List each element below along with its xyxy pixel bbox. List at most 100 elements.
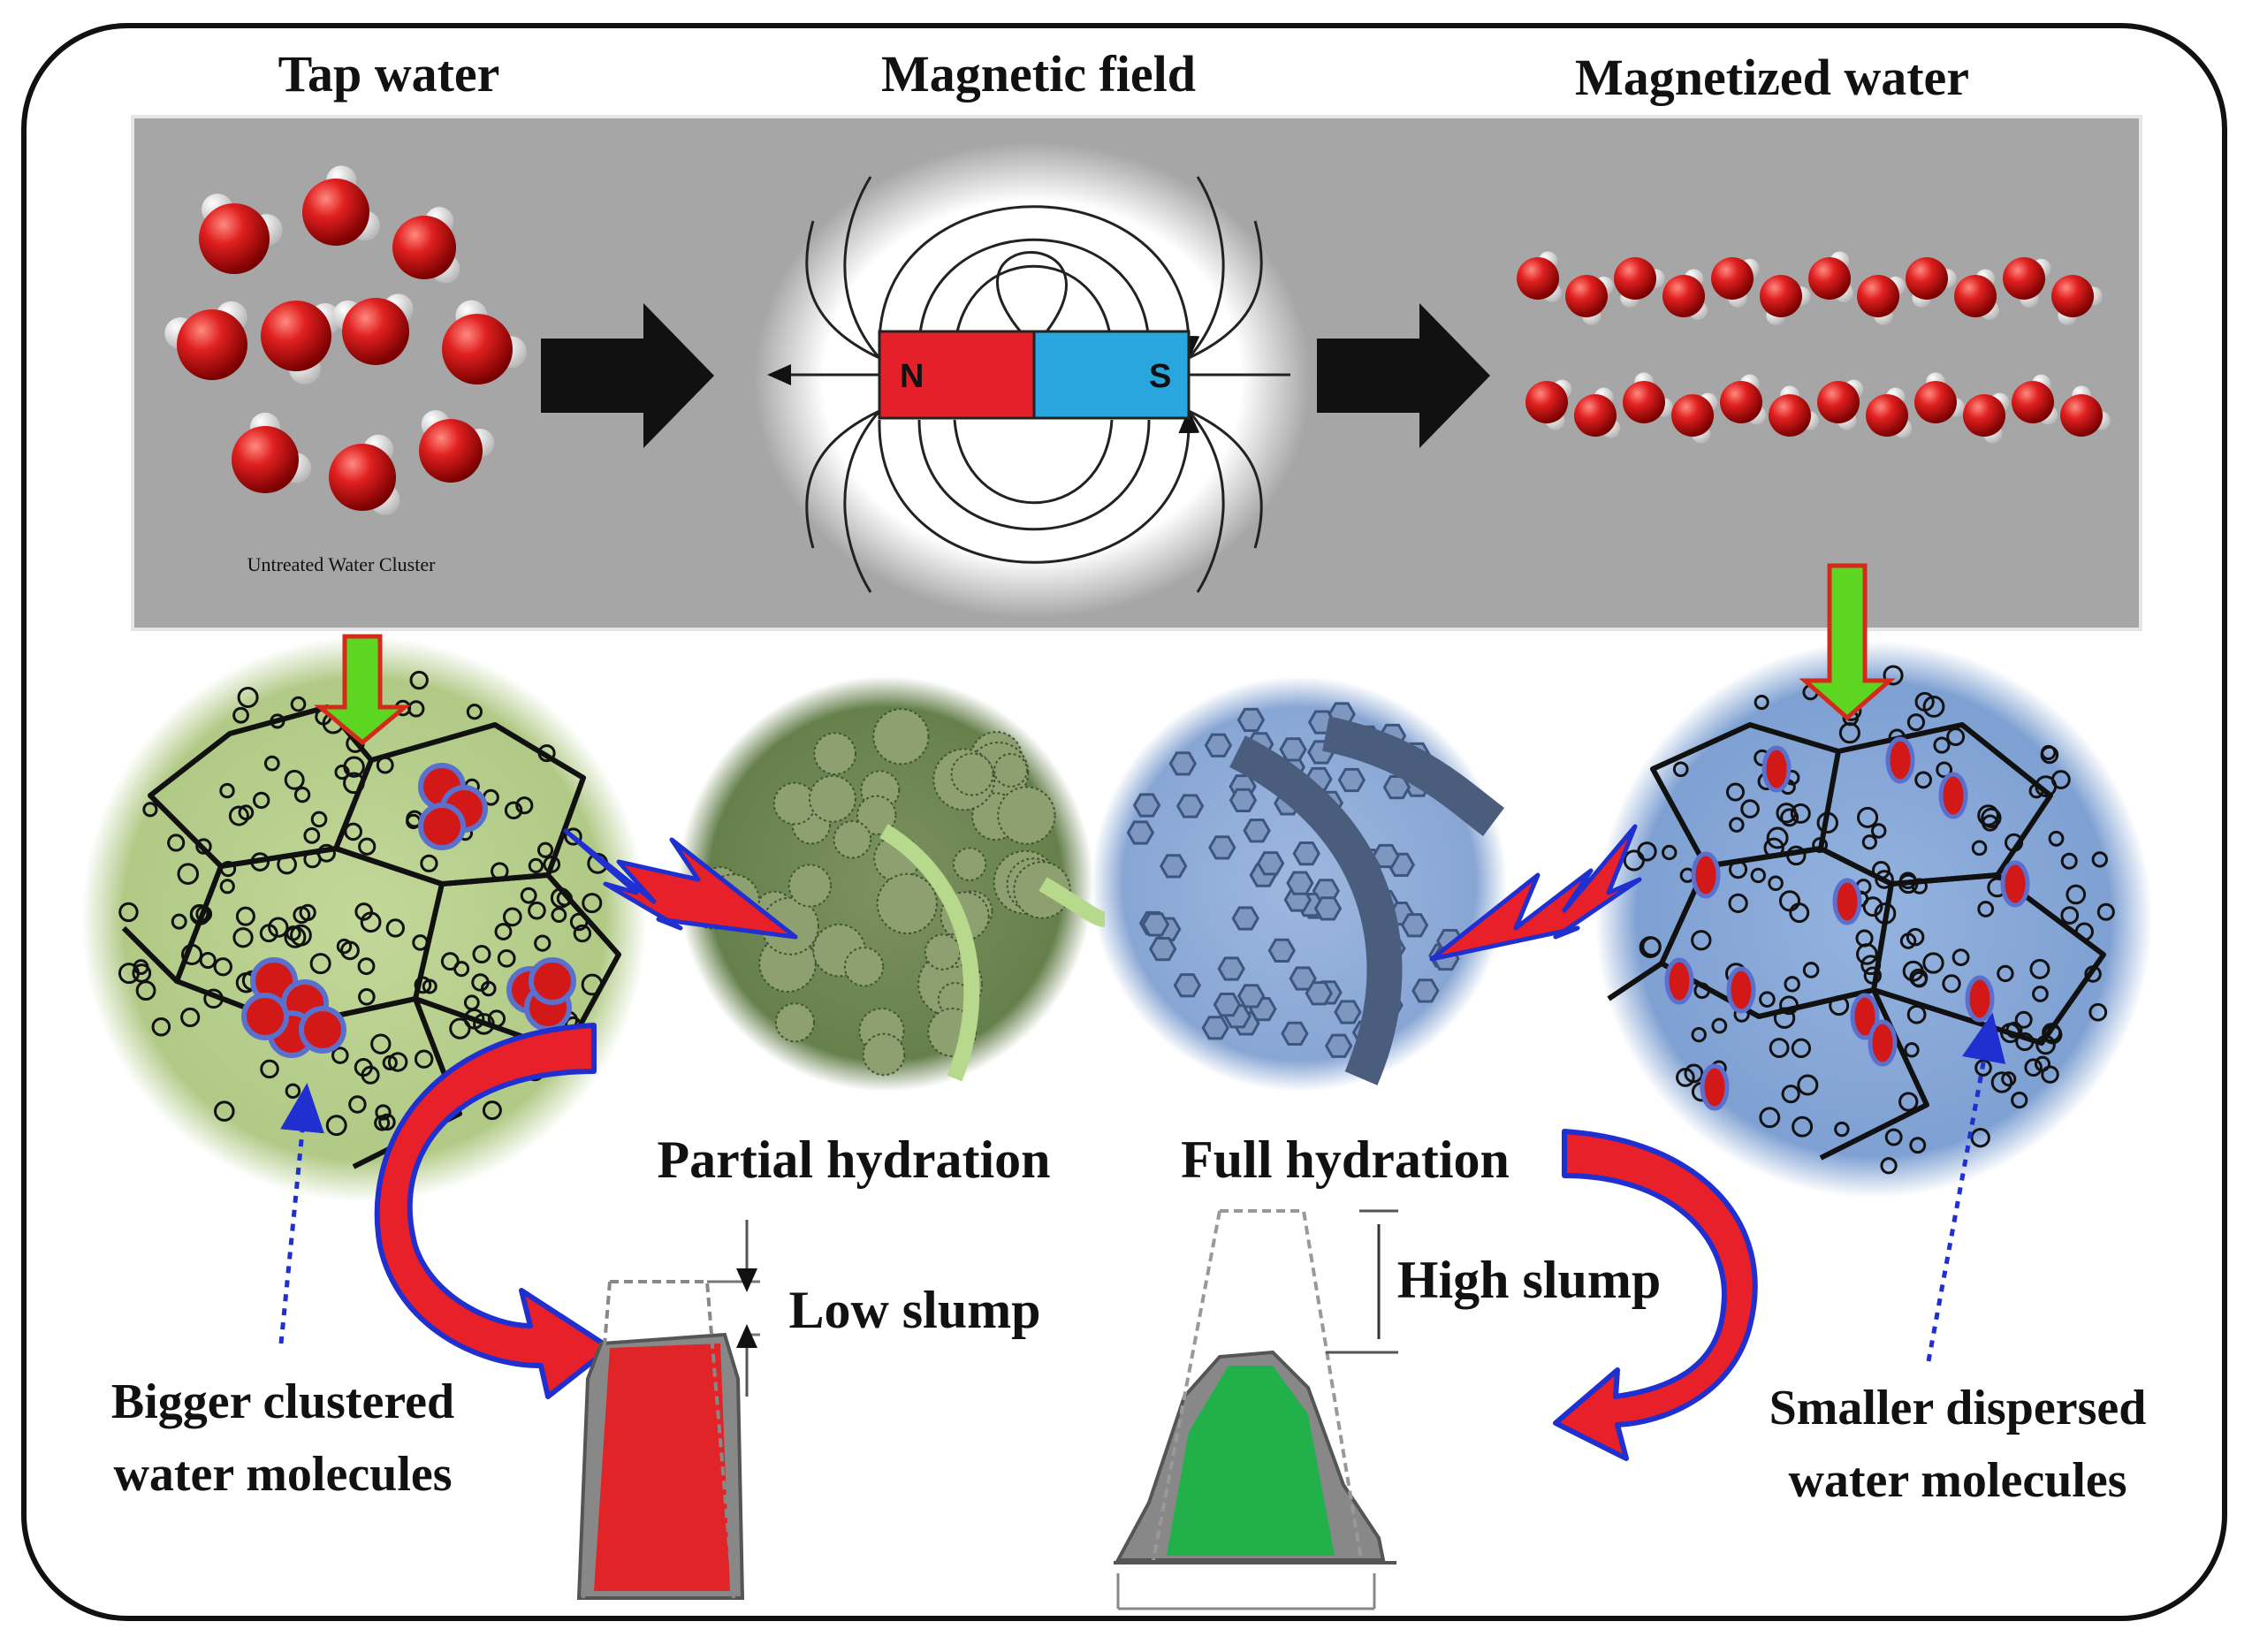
pore [414,976,432,994]
water-dispersed-dot [1885,736,1915,784]
pore [2060,906,2080,925]
pore [1781,1085,1800,1104]
oxygen-atom [1711,257,1754,300]
pore [1884,1128,1903,1146]
oxygen-atom [1914,381,1957,423]
pore [387,1052,408,1072]
pore [1754,695,1769,711]
pore [1769,1038,1790,1058]
curved-arrow-left [374,1023,612,1399]
pore [2015,1032,2035,1052]
oxygen-atom [442,314,513,384]
pore [260,1059,279,1079]
pore [151,1016,171,1037]
pore [1729,817,1745,833]
water-dispersed-dot [1726,966,1756,1014]
pore [1933,736,1951,754]
oxygen-atom [2051,275,2094,317]
pore [1898,1092,1919,1112]
label-smaller-dispersed: Smaller dispersed water molecules [1769,1381,2147,1508]
pore [1784,976,1800,993]
grain [924,933,962,971]
pore [1797,1074,1819,1096]
pore [331,1047,349,1064]
oxygen-atom [1662,275,1705,317]
pore [1906,1004,1927,1024]
pore [1981,807,2002,828]
pore [1691,930,1712,951]
pore [167,834,186,852]
oxygen-atom [1614,257,1656,300]
water-dispersed-dot [1938,772,1968,819]
water-dispersed-dot [1868,1019,1898,1067]
grain [843,947,885,987]
pore [1906,713,1926,732]
oxygen-atom [1769,394,1811,437]
water-molecule [1525,379,1572,430]
pore [537,744,556,763]
oxygen-atom [392,216,456,279]
water-molecule [164,301,247,380]
pore [2091,851,2108,868]
grain [1204,733,1233,757]
water-cluster-dot [529,957,576,1005]
pore [1904,1042,1920,1058]
pore [180,943,203,965]
oxygen-atom [1906,257,1948,300]
water-molecule [1517,251,1562,302]
grain [872,708,930,765]
pore [2005,1021,2023,1039]
pore [1914,771,1933,789]
oxygen-atom [1817,381,1860,423]
oxygen-atom [2060,394,2103,437]
label-bigger-clusters: Bigger clustered water molecules [110,1374,455,1502]
oxygen-atom [1525,381,1568,423]
pore [2005,833,2024,852]
pore [325,1115,347,1137]
water-molecule [1954,269,1999,320]
grain [833,819,872,859]
pore [277,854,297,875]
pore [556,890,573,907]
pore [1870,823,1887,839]
grain [1148,937,1177,962]
pore [1639,936,1662,959]
oxygen-atom [232,426,299,493]
pore [219,879,235,895]
pore [142,802,158,818]
grain [997,786,1056,845]
pore [1857,806,1879,828]
water-molecule [329,434,400,515]
water-molecule [1711,257,1760,308]
pore [1728,893,1748,913]
pore [1946,727,1966,747]
pore [268,917,289,938]
pore [1802,962,1820,978]
pore [310,811,328,828]
pore [2011,1091,2028,1109]
water-dispersed-dot [2000,860,2030,908]
grain [993,752,1029,788]
water-molecule [261,301,341,384]
pore [1906,927,1925,947]
down-arrow-right [1799,563,1896,721]
water-molecule [1614,257,1665,308]
pore [358,987,376,1006]
water-dispersed-dot [1691,851,1721,899]
grain [1279,737,1307,762]
pore [235,906,255,926]
oxygen-atom [1760,275,1802,317]
pore [1861,834,1877,850]
pore [214,1100,235,1122]
grain [1281,1021,1309,1046]
grain [1334,1000,1362,1024]
pore [293,906,311,925]
arrow-right-2 [1317,303,1490,448]
water-dispersed-dot [1832,878,1862,925]
pore [118,902,139,923]
label-low-slump: Low slump [788,1281,1041,1339]
oxygen-atom [261,301,331,371]
pore [582,893,603,914]
pore [1883,665,1904,686]
oxygen-atom [1963,394,2005,437]
